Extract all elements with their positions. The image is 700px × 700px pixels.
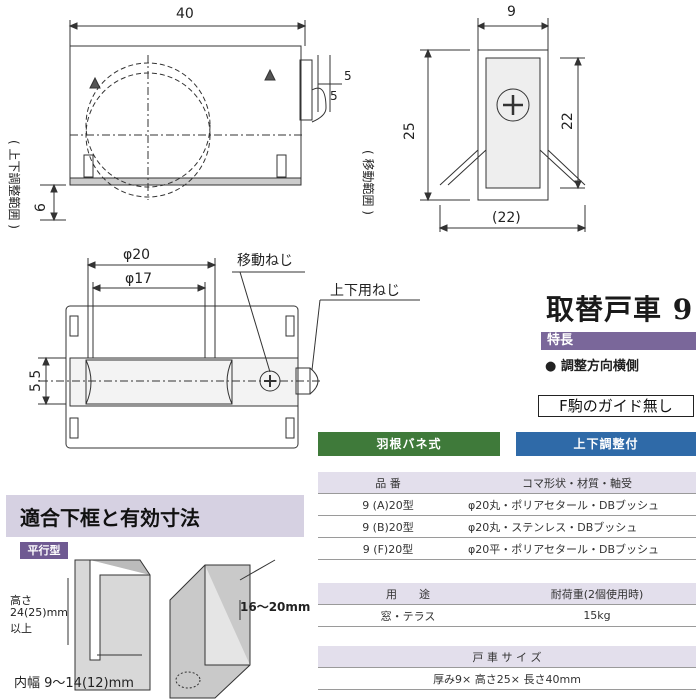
updown-screw-label: 上下用ねじ: [330, 283, 400, 299]
table-header-row: 品 番 コマ形状・材質・軸受: [318, 472, 696, 494]
phi17-label: φ17: [125, 271, 152, 287]
size-value: 厚み9× 高さ25× 長さ40mm: [318, 667, 696, 690]
parallel-type-tag: 平行型: [20, 542, 68, 559]
features-header: 特長: [541, 332, 696, 350]
spec-table: 品 番 コマ形状・材質・軸受 9 (A)20型 φ20丸・ポリアセタール・DBブ…: [318, 472, 696, 560]
row-desc: φ20丸・ステンレス・DBブッシュ: [458, 515, 696, 538]
table-row: 9 (F)20型 φ20平・ポリアセタール・DBブッシュ: [318, 537, 696, 560]
dim-5a-label: 5: [344, 69, 352, 83]
height-label-3: 以上: [10, 622, 32, 635]
table-header-row: 戸 車 サ イ ズ: [318, 646, 696, 668]
frame-cross-section-drawing: [67, 559, 151, 691]
feature-text: 調整方向横側: [560, 359, 639, 374]
spring-type-badge: 羽根バネ式: [318, 432, 500, 456]
height-label-1: 高さ: [10, 594, 32, 607]
table-row: 9 (A)20型 φ20丸・ポリアセタール・DBブッシュ: [318, 493, 696, 516]
dim-5b-label: 5: [330, 89, 338, 103]
row-desc: φ20丸・ポリアセタール・DBブッシュ: [458, 493, 696, 516]
table-header-use: 用 途: [318, 583, 498, 605]
plan-view-drawing: [38, 258, 420, 449]
use-value: 窓・テラス: [318, 604, 498, 627]
depth-label: 16～20mm: [240, 600, 311, 614]
row-model: 9 (F)20型: [318, 537, 458, 560]
row-model: 9 (A)20型: [318, 493, 458, 516]
table-row: 9 (B)20型 φ20丸・ステンレス・DBブッシュ: [318, 515, 696, 538]
phi20-label: φ20: [123, 247, 150, 263]
dim-40-label: 40: [176, 6, 194, 22]
adjust-type-badge: 上下調整付: [516, 432, 696, 456]
frame-perspective-drawing: [169, 559, 276, 699]
dim-6-label: 6: [33, 203, 49, 212]
feature-item: ● 調整方向横側: [545, 355, 639, 374]
move-screw-label: 移動ねじ: [237, 253, 293, 269]
table-row: 窓・テラス 15kg: [318, 604, 696, 627]
move-range-label: ( 移動範囲 ): [361, 150, 376, 215]
size-table: 戸 車 サ イ ズ 厚み9× 高さ25× 長さ40mm: [318, 646, 696, 690]
row-model: 9 (B)20型: [318, 515, 458, 538]
load-value: 15kg: [498, 604, 696, 627]
height-label-2: 24(25)mm: [10, 606, 69, 619]
table-header-row: 用 途 耐荷重(2個使用時): [318, 583, 696, 605]
width-label: 内幅 9～14(12)mm: [14, 676, 134, 691]
usage-table: 用 途 耐荷重(2個使用時) 窓・テラス 15kg: [318, 583, 696, 627]
table-header-model: 品 番: [318, 472, 458, 494]
dim-25-label: 25: [402, 122, 418, 140]
dim-9-label: 9: [507, 4, 516, 20]
row-desc: φ20平・ポリアセタール・DBブッシュ: [458, 537, 696, 560]
table-header-load: 耐荷重(2個使用時): [498, 583, 696, 605]
table-row: 厚み9× 高さ25× 長さ40mm: [318, 667, 696, 690]
end-view-drawing: [420, 18, 587, 232]
product-title: 取替戸車 9: [546, 293, 694, 326]
dim-22-paren-label: (22): [492, 210, 521, 226]
updown-range-label: ( 上下調整範囲 ): [7, 140, 22, 229]
no-guide-note: F駒のガイド無し: [538, 395, 694, 417]
bullet-icon: ●: [545, 359, 561, 374]
fit-section-header: [6, 495, 304, 537]
dim-5-5-label: 5.5: [28, 370, 44, 392]
side-view-drawing: [40, 20, 342, 222]
table-header-desc: コマ形状・材質・軸受: [458, 472, 696, 494]
table-header-size: 戸 車 サ イ ズ: [318, 646, 696, 668]
fit-section-title: 適合下框と有効寸法: [20, 506, 200, 530]
dim-22-label: 22: [560, 112, 576, 130]
